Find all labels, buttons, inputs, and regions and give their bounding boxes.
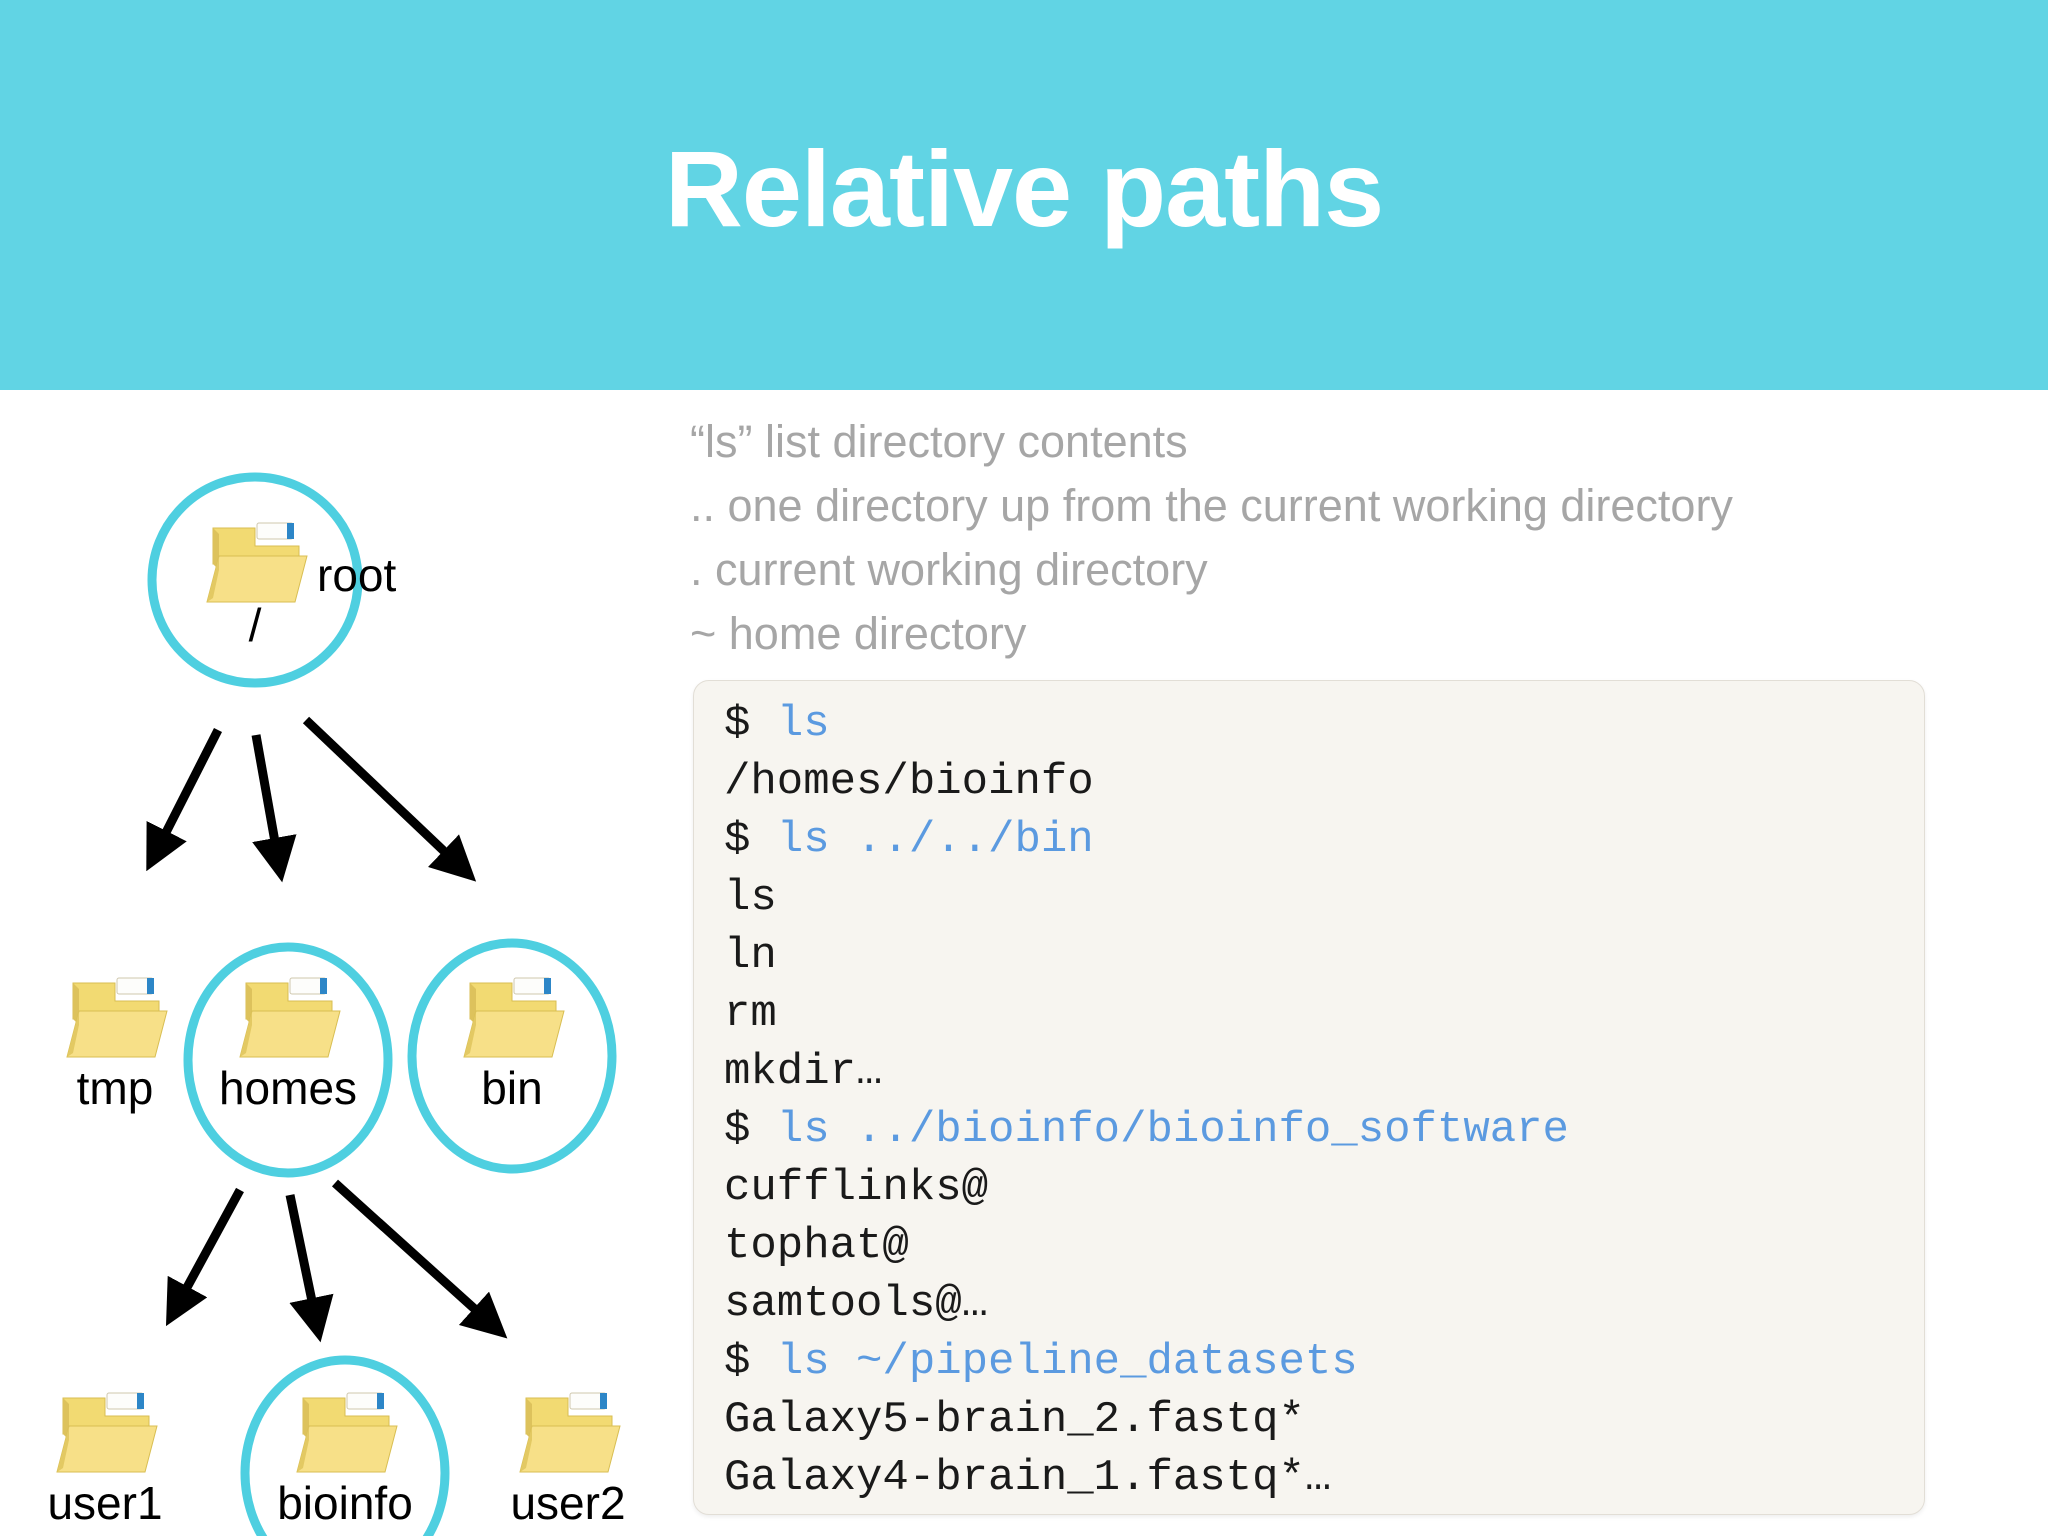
tree-node-label-user2: user2 xyxy=(510,1477,626,1529)
terminal-output-text: Galaxy4-brain_1.fastq*… xyxy=(724,1453,1332,1503)
tree-node-label-bioinfo: bioinfo xyxy=(277,1477,413,1529)
terminal-prompt: $ xyxy=(724,1337,777,1387)
terminal-command-text: ls ../bioinfo/bioinfo_software xyxy=(776,1105,1569,1155)
folder-icon xyxy=(66,977,168,1058)
terminal-output-panel[interactable]: $ ls /homes/bioinfo $ ls ../../bin ls ln… xyxy=(693,680,1925,1515)
terminal-command-text: ls ../../bin xyxy=(776,815,1094,865)
tree-edge-homes-bioinfo xyxy=(285,1194,334,1343)
terminal-command-text: ls xyxy=(776,699,830,749)
tree-edge-homes-user1 xyxy=(165,1187,244,1327)
legend-line-dot: . current working directory xyxy=(690,544,1208,595)
tree-node-label-tmp: tmp xyxy=(76,1062,154,1114)
terminal-line: tophat@ xyxy=(724,1217,1924,1275)
folder-icon xyxy=(239,977,341,1058)
folder-icon xyxy=(296,1392,398,1473)
highlight-circle-bioinfo xyxy=(240,1355,450,1536)
terminal-line: rm xyxy=(724,985,1924,1043)
folder-icon xyxy=(519,1392,621,1473)
slide-header-band xyxy=(0,0,2048,390)
directory-tree-diagram: root / tmp homes xyxy=(0,390,700,1536)
tree-node-label-homes: homes xyxy=(218,1062,358,1114)
tree-edge-homes-user2 xyxy=(331,1179,508,1339)
terminal-output-text: ls xyxy=(724,873,777,923)
tree-node-label-user1: user1 xyxy=(47,1477,163,1529)
tree-edge-root-bin xyxy=(302,716,477,882)
terminal-output-text: ln xyxy=(724,931,777,981)
tree-node-label-root: root xyxy=(317,549,397,601)
page-title: Relative paths xyxy=(664,128,1384,249)
terminal-line: samtools@… xyxy=(724,1275,1924,1333)
legend-line-ls: “ls” list directory contents xyxy=(690,416,1188,467)
tree-edge-root-homes xyxy=(251,734,297,883)
terminal-output-text: cufflinks@ xyxy=(724,1163,989,1213)
terminal-command-text: ls ~/pipeline_datasets xyxy=(776,1337,1358,1387)
terminal-output-text: Galaxy5-brain_2.fastq* xyxy=(724,1395,1305,1445)
terminal-line: Galaxy5-brain_2.fastq* xyxy=(724,1391,1924,1449)
terminal-prompt: $ xyxy=(724,1105,777,1155)
terminal-line: $ ls ../bioinfo/bioinfo_software xyxy=(724,1101,1924,1159)
terminal-line: ln xyxy=(724,927,1924,985)
tree-edge-root-tmp xyxy=(146,727,223,872)
terminal-line: /homes/bioinfo xyxy=(724,753,1924,811)
folder-icon xyxy=(463,977,565,1058)
terminal-line: ls xyxy=(724,869,1924,927)
legend-line-tilde: ~ home directory xyxy=(690,608,1027,659)
legend-line-dotdot: .. one directory up from the current wor… xyxy=(690,480,1733,531)
highlight-circle-homes xyxy=(183,942,393,1178)
terminal-output-text: tophat@ xyxy=(724,1221,909,1271)
terminal-line: mkdir… xyxy=(724,1043,1924,1101)
folder-icon xyxy=(56,1392,158,1473)
terminal-prompt: $ xyxy=(724,815,777,865)
terminal-output-text: /homes/bioinfo xyxy=(724,757,1094,807)
tree-edges-svg xyxy=(146,472,617,1536)
terminal-line: cufflinks@ xyxy=(724,1159,1924,1217)
terminal-output-text: rm xyxy=(724,989,777,1039)
terminal-output-text: samtools@… xyxy=(724,1279,989,1329)
highlight-circle-bin xyxy=(407,938,617,1174)
folder-icon xyxy=(206,522,308,603)
terminal-line: Galaxy4-brain_1.fastq*… xyxy=(724,1449,1924,1507)
terminal-line: $ ls xyxy=(724,695,1924,753)
terminal-line: $ ls ~/pipeline_datasets xyxy=(724,1333,1924,1391)
tree-node-sublabel-root: / xyxy=(248,599,262,651)
tree-node-label-bin: bin xyxy=(481,1062,543,1114)
highlight-circle-root xyxy=(147,472,363,688)
terminal-line: $ ls ../../bin xyxy=(724,811,1924,869)
terminal-prompt: $ xyxy=(724,699,777,749)
terminal-output-text: mkdir… xyxy=(724,1047,883,1097)
legend-text-block: “ls” list directory contents .. one dire… xyxy=(690,410,2030,666)
